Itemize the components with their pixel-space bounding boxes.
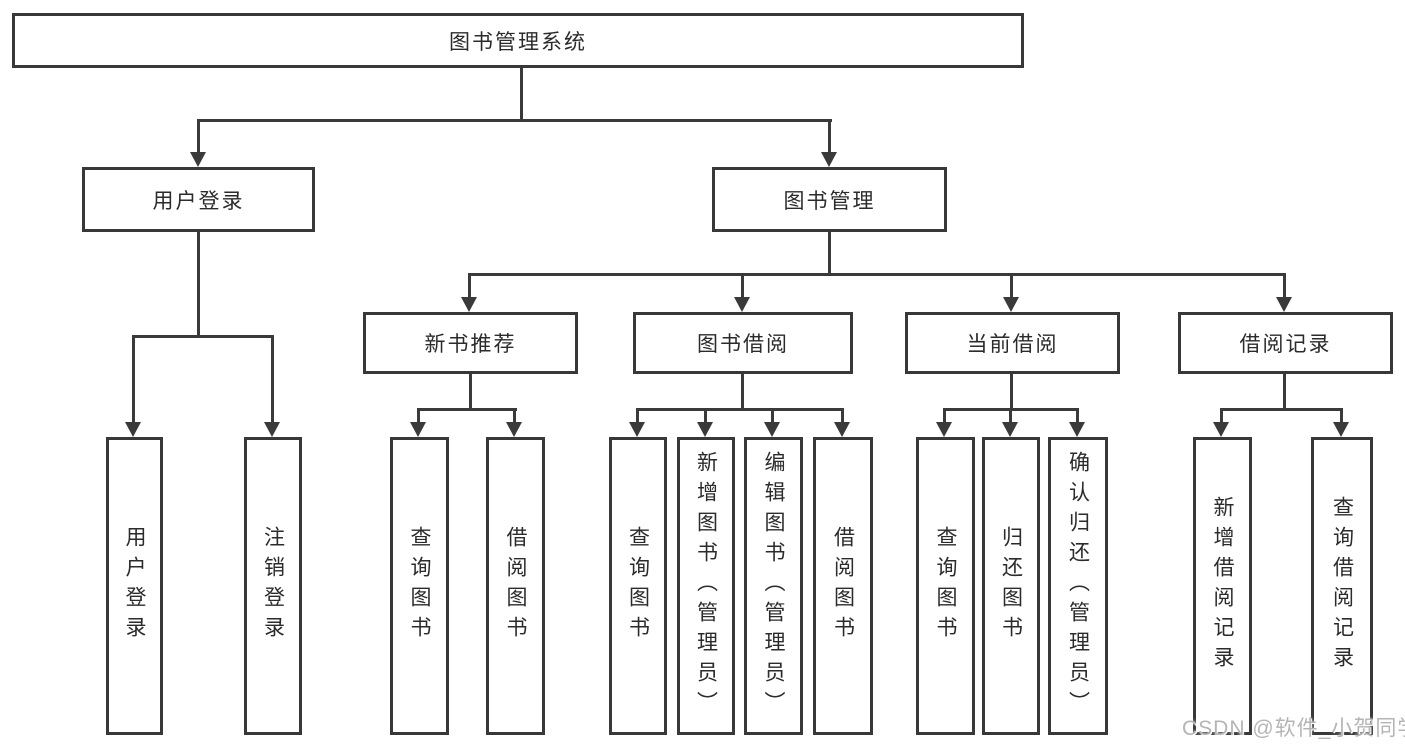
arrow-down-icon <box>1003 297 1019 312</box>
arrow-down-icon <box>264 422 280 437</box>
connector-leaf <box>943 408 946 423</box>
leaf-query-books-2-label: 查询图书 <box>626 526 650 646</box>
leaf-add-book-admin-label: 新增图书（管理员） <box>694 451 718 721</box>
arrow-down-icon <box>1333 422 1349 437</box>
csdn-watermark: CSDN @软件_小贺同学 <box>1182 717 1405 740</box>
node-borrow-records-label: 借阅记录 <box>1239 333 1332 356</box>
node-root-label: 图书管理系统 <box>449 30 587 54</box>
leaf-query-books-1-label: 查询图书 <box>408 526 431 646</box>
connector-new-book-branch <box>418 408 517 411</box>
connector-to-book-management <box>828 119 831 153</box>
connector-borrow-record-drop <box>1283 374 1286 408</box>
leaf-add-borrow-record-label: 新增借阅记录 <box>1211 496 1234 676</box>
connector-to-leaf-user-login <box>132 335 135 422</box>
arrow-down-icon <box>1276 297 1292 312</box>
leaf-edit-book-admin-label: 编辑图书（管理员） <box>762 451 785 721</box>
arrow-down-icon <box>125 422 141 437</box>
leaf-query-books-3: 查询图书 <box>916 437 975 735</box>
connector-to-borrow-record <box>1283 273 1286 298</box>
node-new-book-recommend: 新书推荐 <box>363 312 578 374</box>
node-current-borrowing: 当前借阅 <box>905 312 1120 374</box>
node-book-borrowing: 图书借阅 <box>633 312 853 374</box>
leaf-logout-login: 注销登录 <box>244 437 302 735</box>
leaf-query-books-3-label: 查询图书 <box>934 526 957 646</box>
connector-book-management-drop <box>828 232 831 273</box>
connector-user-login-drop <box>197 232 200 335</box>
leaf-add-borrow-record: 新增借阅记录 <box>1193 437 1252 735</box>
arrow-down-icon <box>190 152 206 167</box>
arrow-down-icon <box>936 422 952 437</box>
connector-book-borrow-drop <box>741 374 744 408</box>
connector-leaf <box>841 408 844 423</box>
connector-borrow-record-branch <box>1221 408 1342 411</box>
connector-leaf <box>417 408 420 423</box>
connector-new-book-drop <box>469 374 472 408</box>
arrow-down-icon <box>834 422 850 437</box>
leaf-query-borrow-record: 查询借阅记录 <box>1311 437 1373 735</box>
leaf-user-login-label: 用户登录 <box>123 526 146 646</box>
leaf-query-books-2: 查询图书 <box>609 437 667 735</box>
leaf-query-borrow-record-label: 查询借阅记录 <box>1330 496 1354 676</box>
connector-leaf <box>1009 408 1012 423</box>
arrow-down-icon <box>1069 422 1085 437</box>
node-borrow-records: 借阅记录 <box>1178 312 1393 374</box>
node-book-borrowing-label: 图书借阅 <box>697 333 789 356</box>
leaf-add-book-admin: 新增图书（管理员） <box>677 437 735 735</box>
connector-leaf <box>513 408 516 423</box>
arrow-down-icon <box>1002 422 1018 437</box>
arrow-down-icon <box>734 297 750 312</box>
node-book-management: 图书管理 <box>712 167 947 232</box>
leaf-logout-login-label: 注销登录 <box>261 526 285 646</box>
arrow-down-icon <box>629 422 645 437</box>
arrow-down-icon <box>410 422 426 437</box>
leaf-return-books: 归还图书 <box>982 437 1040 735</box>
connector-leaf <box>1076 408 1079 423</box>
connector-root-branch <box>198 119 832 122</box>
connector-leaf <box>636 408 639 423</box>
connector-current-borrow-drop <box>1010 374 1013 408</box>
connector-book-management-branch <box>469 273 1286 276</box>
connector-to-new-book <box>468 273 471 298</box>
leaf-confirm-return-admin-label: 确认归还（管理员） <box>1066 451 1090 721</box>
connector-to-book-borrow <box>741 273 744 298</box>
connector-user-login-branch <box>133 335 274 338</box>
node-user-login: 用户登录 <box>82 167 315 232</box>
connector-book-borrow-branch <box>637 408 844 411</box>
node-user-login-label: 用户登录 <box>152 189 245 213</box>
connector-to-user-login <box>197 119 200 153</box>
node-current-borrowing-label: 当前借阅 <box>966 333 1059 356</box>
leaf-borrow-books-2-label: 借阅图书 <box>831 526 855 646</box>
leaf-return-books-label: 归还图书 <box>999 526 1023 646</box>
arrow-down-icon <box>764 422 780 437</box>
connector-root-drop <box>520 68 523 119</box>
arrow-down-icon <box>697 422 713 437</box>
arrow-down-icon <box>821 152 837 167</box>
connector-to-leaf-logout <box>271 335 274 422</box>
node-root: 图书管理系统 <box>12 13 1024 68</box>
arrow-down-icon <box>1213 422 1229 437</box>
leaf-query-books-1: 查询图书 <box>390 437 449 735</box>
node-new-book-recommend-label: 新书推荐 <box>424 333 517 356</box>
arrow-down-icon <box>461 297 477 312</box>
arrow-down-icon <box>506 422 522 437</box>
leaf-borrow-books-1-label: 借阅图书 <box>504 526 527 646</box>
connector-leaf <box>1220 408 1223 423</box>
leaf-borrow-books-1: 借阅图书 <box>486 437 545 735</box>
connector-leaf <box>704 408 707 423</box>
connector-to-current-borrow <box>1010 273 1013 298</box>
leaf-edit-book-admin: 编辑图书（管理员） <box>744 437 803 735</box>
node-book-management-label: 图书管理 <box>783 189 876 213</box>
connector-leaf <box>771 408 774 423</box>
leaf-user-login: 用户登录 <box>106 437 163 735</box>
leaf-borrow-books-2: 借阅图书 <box>813 437 873 735</box>
leaf-confirm-return-admin: 确认归还（管理员） <box>1048 437 1108 735</box>
connector-leaf <box>1340 408 1343 423</box>
